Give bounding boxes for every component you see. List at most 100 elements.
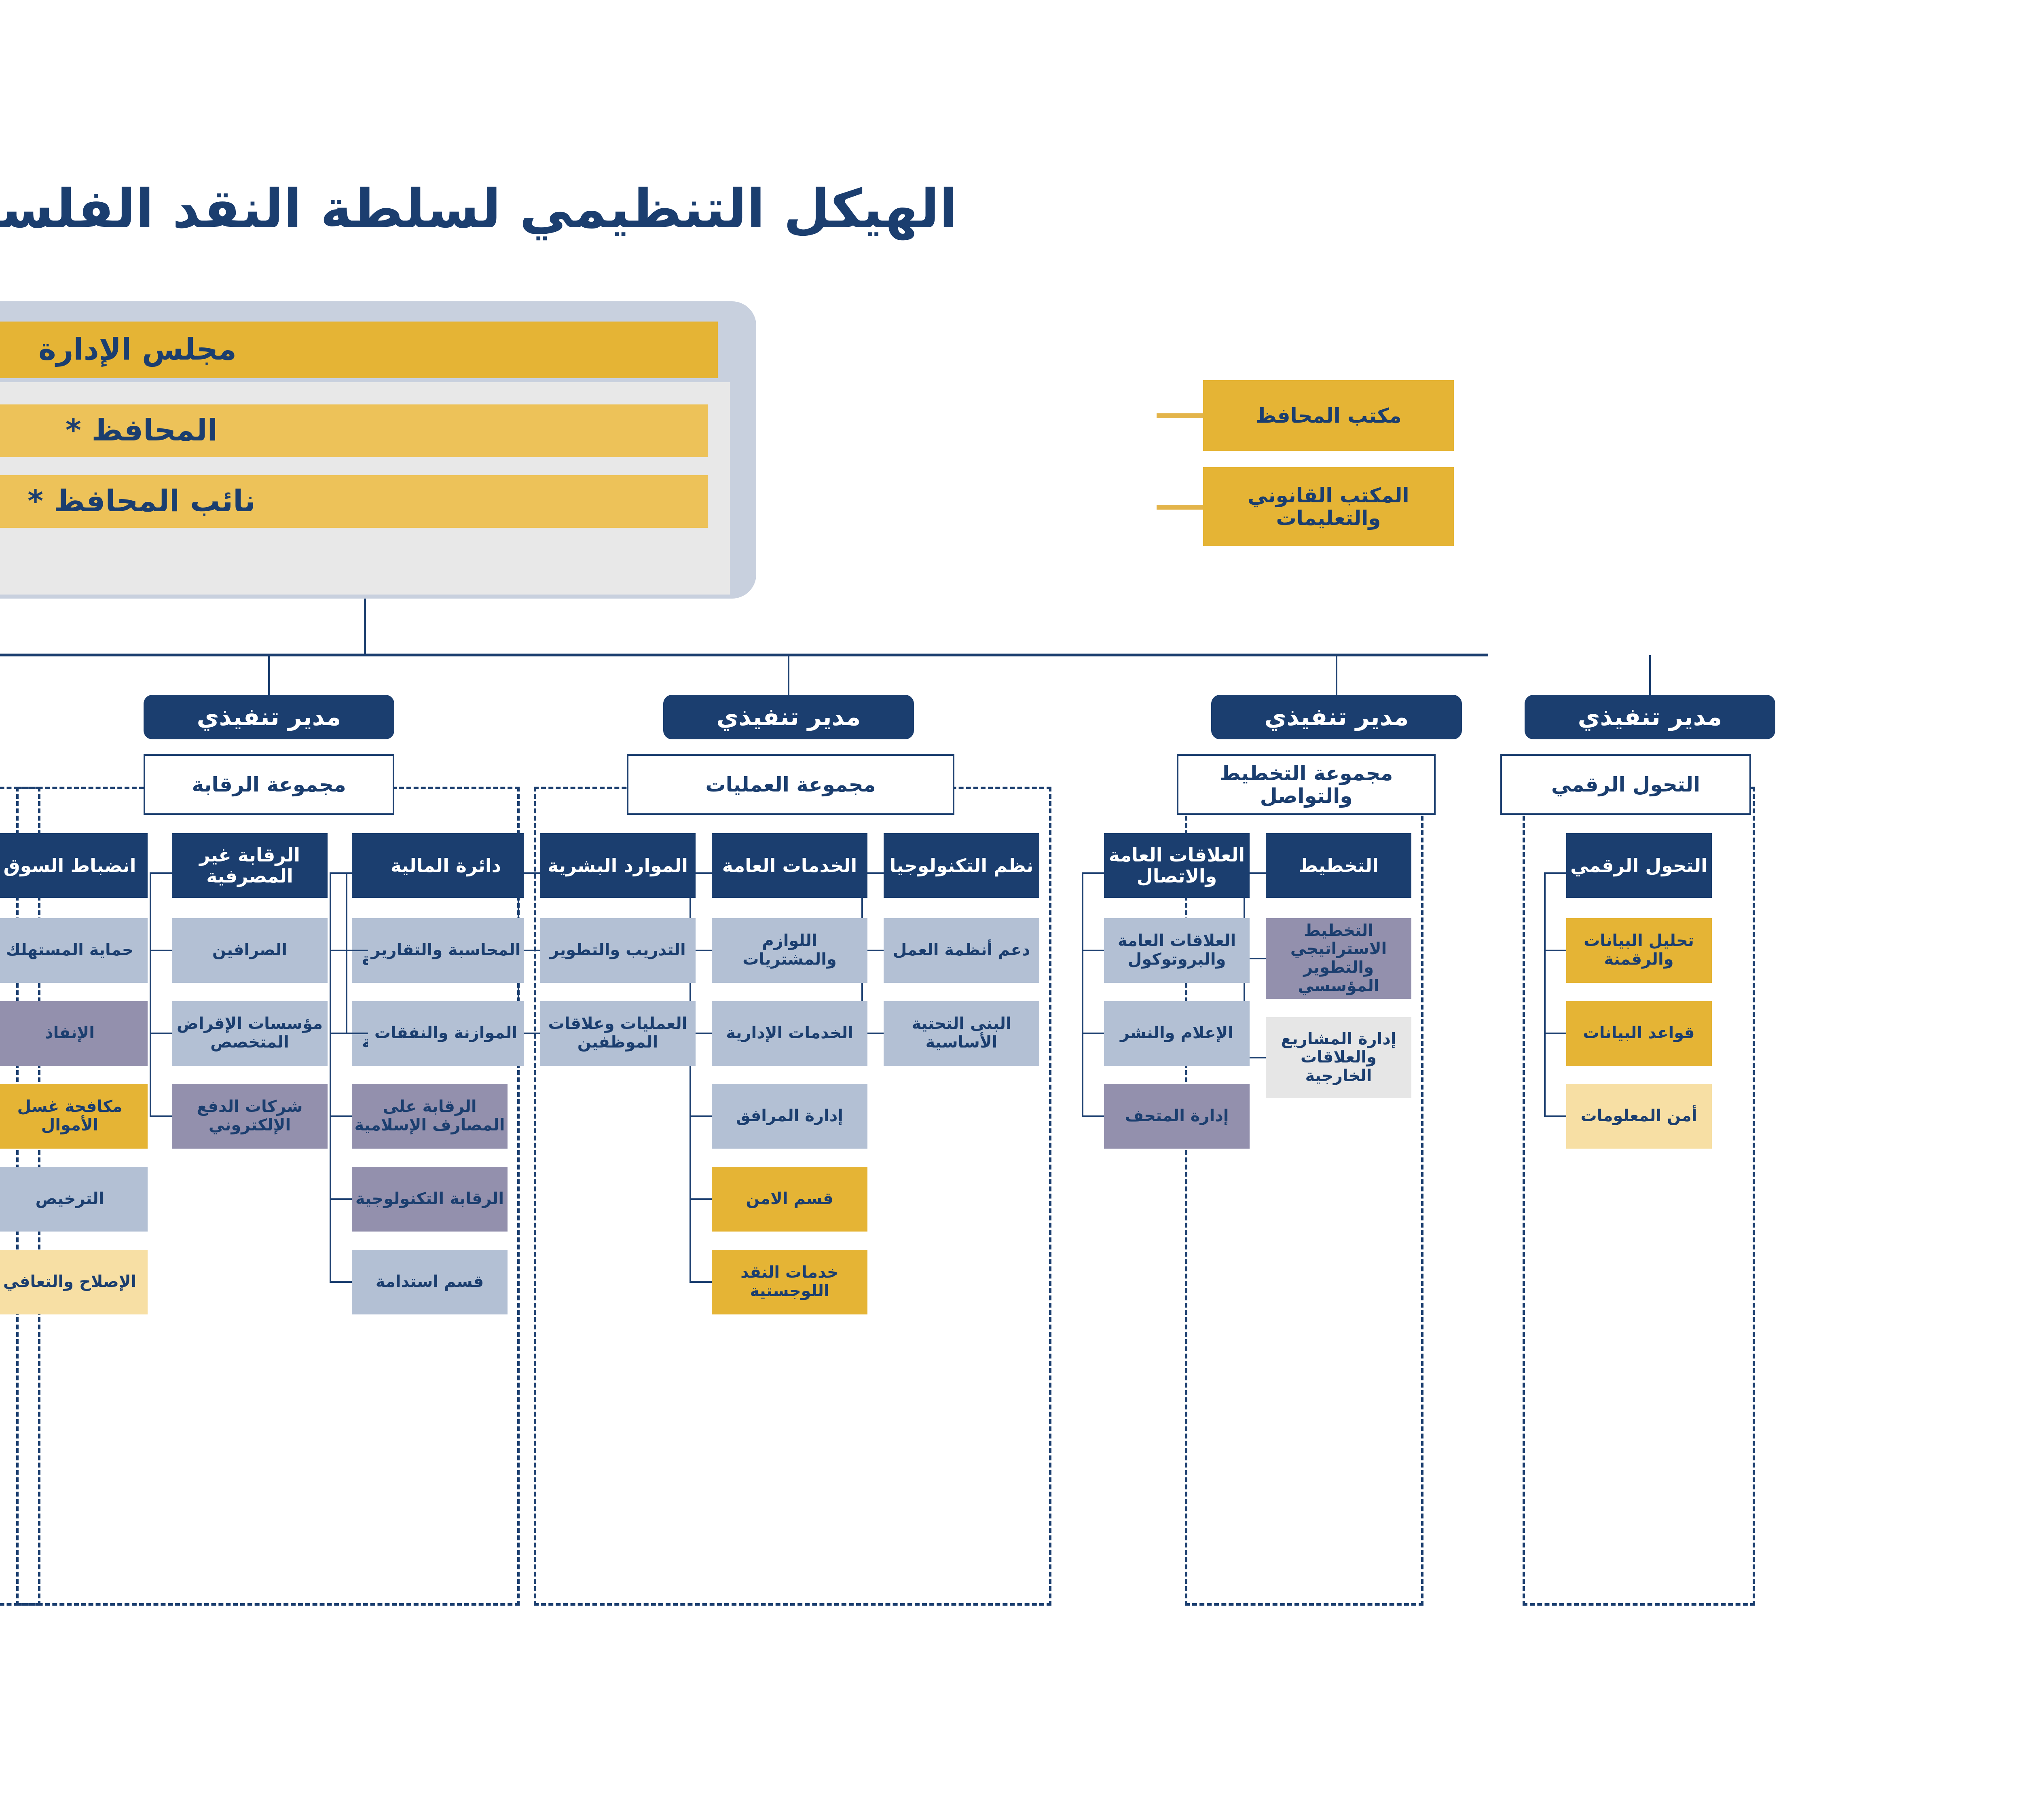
group-frame-5 [1523, 787, 1755, 1606]
unit-item-2-2-3[interactable]: الترخيص [0, 1167, 148, 1232]
connector-tick-5-0-0 [1544, 950, 1566, 951]
connector-tick-head-3-2 [518, 872, 540, 874]
governor-box[interactable]: المحافظ * [0, 404, 708, 457]
unit-item-2-1-1[interactable]: مؤسسات الإقراض المتخصص [172, 1001, 328, 1066]
governor-office-box[interactable]: مكتب المحافظ [1203, 380, 1454, 451]
exec-drop-connector-5 [1649, 655, 1651, 696]
connector-tick-head-4-0 [1244, 872, 1266, 874]
unit-item-2-0-4[interactable]: قسم استدامة [352, 1250, 508, 1314]
unit-item-2-1-0[interactable]: الصرافين [172, 918, 328, 983]
group-title-2: مجموعة الرقابة [144, 754, 394, 815]
exec-director-chip-4[interactable]: مدير تنفيذي [1211, 695, 1462, 739]
unit-item-2-2-4[interactable]: الإصلاح والتعافي [0, 1250, 148, 1314]
connector-tick-head-5-0 [1544, 872, 1566, 874]
connector-tick-4-0-0 [1244, 958, 1266, 959]
unit-item-3-3-1[interactable]: الموازنة والنفقات [368, 1001, 524, 1066]
group-title-3: مجموعة العمليات [627, 754, 954, 815]
connector-tick-head-3-0 [861, 872, 884, 874]
unit-item-2-0-2[interactable]: الرقابة على المصارف الإسلامية [352, 1084, 508, 1149]
trunk-vertical-connector [364, 599, 366, 655]
connector-tick-3-1-4 [690, 1281, 712, 1283]
exec-director-chip-5[interactable]: مدير تنفيذي [1525, 695, 1775, 739]
unit-item-4-1-2[interactable]: إدارة المتحف [1104, 1084, 1250, 1149]
unit-head-4-1[interactable]: العلاقات العامة والاتصال [1104, 833, 1250, 898]
exec-director-chip-2[interactable]: مدير تنفيذي [144, 695, 394, 739]
connector-tick-5-0-1 [1544, 1033, 1566, 1034]
connector-tick-2-0-4 [330, 1281, 352, 1283]
connector-rail-4-1 [1082, 873, 1083, 1116]
connector-tick-head-3-3 [346, 872, 368, 874]
group-frame-4 [1185, 787, 1423, 1606]
unit-item-5-0-0[interactable]: تحليل البيانات والرقمنة [1566, 918, 1712, 983]
unit-head-3-0[interactable]: نظم التكنولوجيا [884, 833, 1039, 898]
unit-item-3-2-0[interactable]: التدريب والتطوير [540, 918, 696, 983]
unit-item-3-3-0[interactable]: المحاسبة والتقارير [368, 918, 524, 983]
governor-office-connector [1157, 413, 1204, 418]
connector-tick-3-3-1 [346, 1033, 368, 1034]
unit-item-3-0-0[interactable]: دعم أنظمة العمل [884, 918, 1039, 983]
connector-tick-2-0-2 [330, 1115, 352, 1117]
connector-tick-3-0-0 [861, 950, 884, 951]
deputy-governor-box[interactable]: نائب المحافظ * [0, 475, 708, 528]
connector-tick-4-0-1 [1244, 1057, 1266, 1058]
unit-item-3-1-0[interactable]: اللوازم والمشتريات [712, 918, 867, 983]
exec-drop-connector-2 [268, 655, 270, 696]
exec-drop-connector-4 [1336, 655, 1337, 696]
unit-head-4-0[interactable]: التخطيط [1266, 833, 1411, 898]
connector-tick-2-0-1 [330, 1033, 352, 1034]
unit-item-4-0-0[interactable]: التخطيط الاستراتيجي والتطوير المؤسسي [1266, 918, 1411, 999]
unit-item-4-1-1[interactable]: الإعلام والنشر [1104, 1001, 1250, 1066]
connector-rail-2-1 [150, 873, 151, 1116]
connector-tick-3-0-1 [861, 1033, 884, 1034]
unit-item-4-0-1[interactable]: إدارة المشاريع والعلاقات الخارجية [1266, 1017, 1411, 1098]
connector-tick-head-2-0 [330, 872, 352, 874]
connector-tick-4-1-2 [1082, 1115, 1104, 1117]
connector-tick-head-4-1 [1082, 872, 1104, 874]
unit-item-3-2-1[interactable]: العمليات وعلاقات الموظفين [540, 1001, 696, 1066]
connector-tick-2-1-2 [150, 1115, 172, 1117]
unit-item-5-0-2[interactable]: أمن المعلومات [1566, 1084, 1712, 1149]
group-title-4: مجموعة التخطيط والتواصل [1177, 754, 1436, 815]
unit-item-5-0-1[interactable]: قواعد البيانات [1566, 1001, 1712, 1066]
exec-director-chip-3[interactable]: مدير تنفيذي [663, 695, 914, 739]
connector-tick-3-1-2 [690, 1115, 712, 1117]
connector-tick-4-1-0 [1082, 950, 1104, 951]
unit-head-3-1[interactable]: الخدمات العامة [712, 833, 867, 898]
unit-item-3-1-4[interactable]: خدمات النقد اللوجستية [712, 1250, 867, 1314]
exec-drop-connector-3 [788, 655, 789, 696]
trunk-horizontal-connector [0, 654, 1488, 656]
connector-tick-2-1-0 [150, 950, 172, 951]
connector-tick-3-1-0 [690, 950, 712, 951]
unit-item-2-0-3[interactable]: الرقابة التكنولوجية [352, 1167, 508, 1232]
connector-tick-2-1-1 [150, 1033, 172, 1034]
connector-tick-2-0-0 [330, 950, 352, 951]
legal-office-connector [1157, 505, 1204, 510]
board-of-directors-box[interactable]: مجلس الإدارة [0, 322, 718, 378]
unit-head-3-2[interactable]: الموارد البشرية [540, 833, 696, 898]
connector-rail-3-1 [690, 873, 691, 1282]
connector-rail-3-3 [346, 873, 347, 1033]
connector-tick-3-1-3 [690, 1198, 712, 1200]
connector-rail-5-0 [1544, 873, 1546, 1116]
unit-item-2-2-1[interactable]: الإنفاذ [0, 1001, 148, 1066]
legal-office-box[interactable]: المكتب القانوني والتعليمات [1203, 467, 1454, 546]
unit-item-2-1-2[interactable]: شركات الدفع الإلكتروني [172, 1084, 328, 1149]
unit-item-3-1-2[interactable]: إدارة المرافق [712, 1084, 867, 1149]
unit-item-3-1-1[interactable]: الخدمات الإدارية [712, 1001, 867, 1066]
unit-item-3-1-3[interactable]: قسم الامن [712, 1167, 867, 1232]
unit-head-5-0[interactable]: التحول الرقمي [1566, 833, 1712, 898]
unit-head-2-2[interactable]: انضباط السوق [0, 833, 148, 898]
page-title: الهيكل التنظيمي لسلطة النقد الفلسطينية [0, 178, 958, 240]
unit-item-3-0-1[interactable]: البنى التحتية الأساسية [884, 1001, 1039, 1066]
connector-tick-3-3-0 [346, 950, 368, 951]
connector-tick-4-1-1 [1082, 1033, 1104, 1034]
unit-item-2-2-2[interactable]: مكافحة غسل الأموال [0, 1084, 148, 1149]
unit-head-3-3[interactable]: دائرة المالية [368, 833, 524, 898]
unit-head-2-1[interactable]: الرقابة غير المصرفية [172, 833, 328, 898]
unit-item-2-2-0[interactable]: حماية المستهلك [0, 918, 148, 983]
connector-tick-3-2-1 [518, 1033, 540, 1034]
unit-item-4-1-0[interactable]: العلاقات العامة والبروتوكول [1104, 918, 1250, 983]
connector-tick-head-2-1 [150, 872, 172, 874]
connector-tick-5-0-2 [1544, 1115, 1566, 1117]
group-title-5: التحول الرقمي [1500, 754, 1751, 815]
